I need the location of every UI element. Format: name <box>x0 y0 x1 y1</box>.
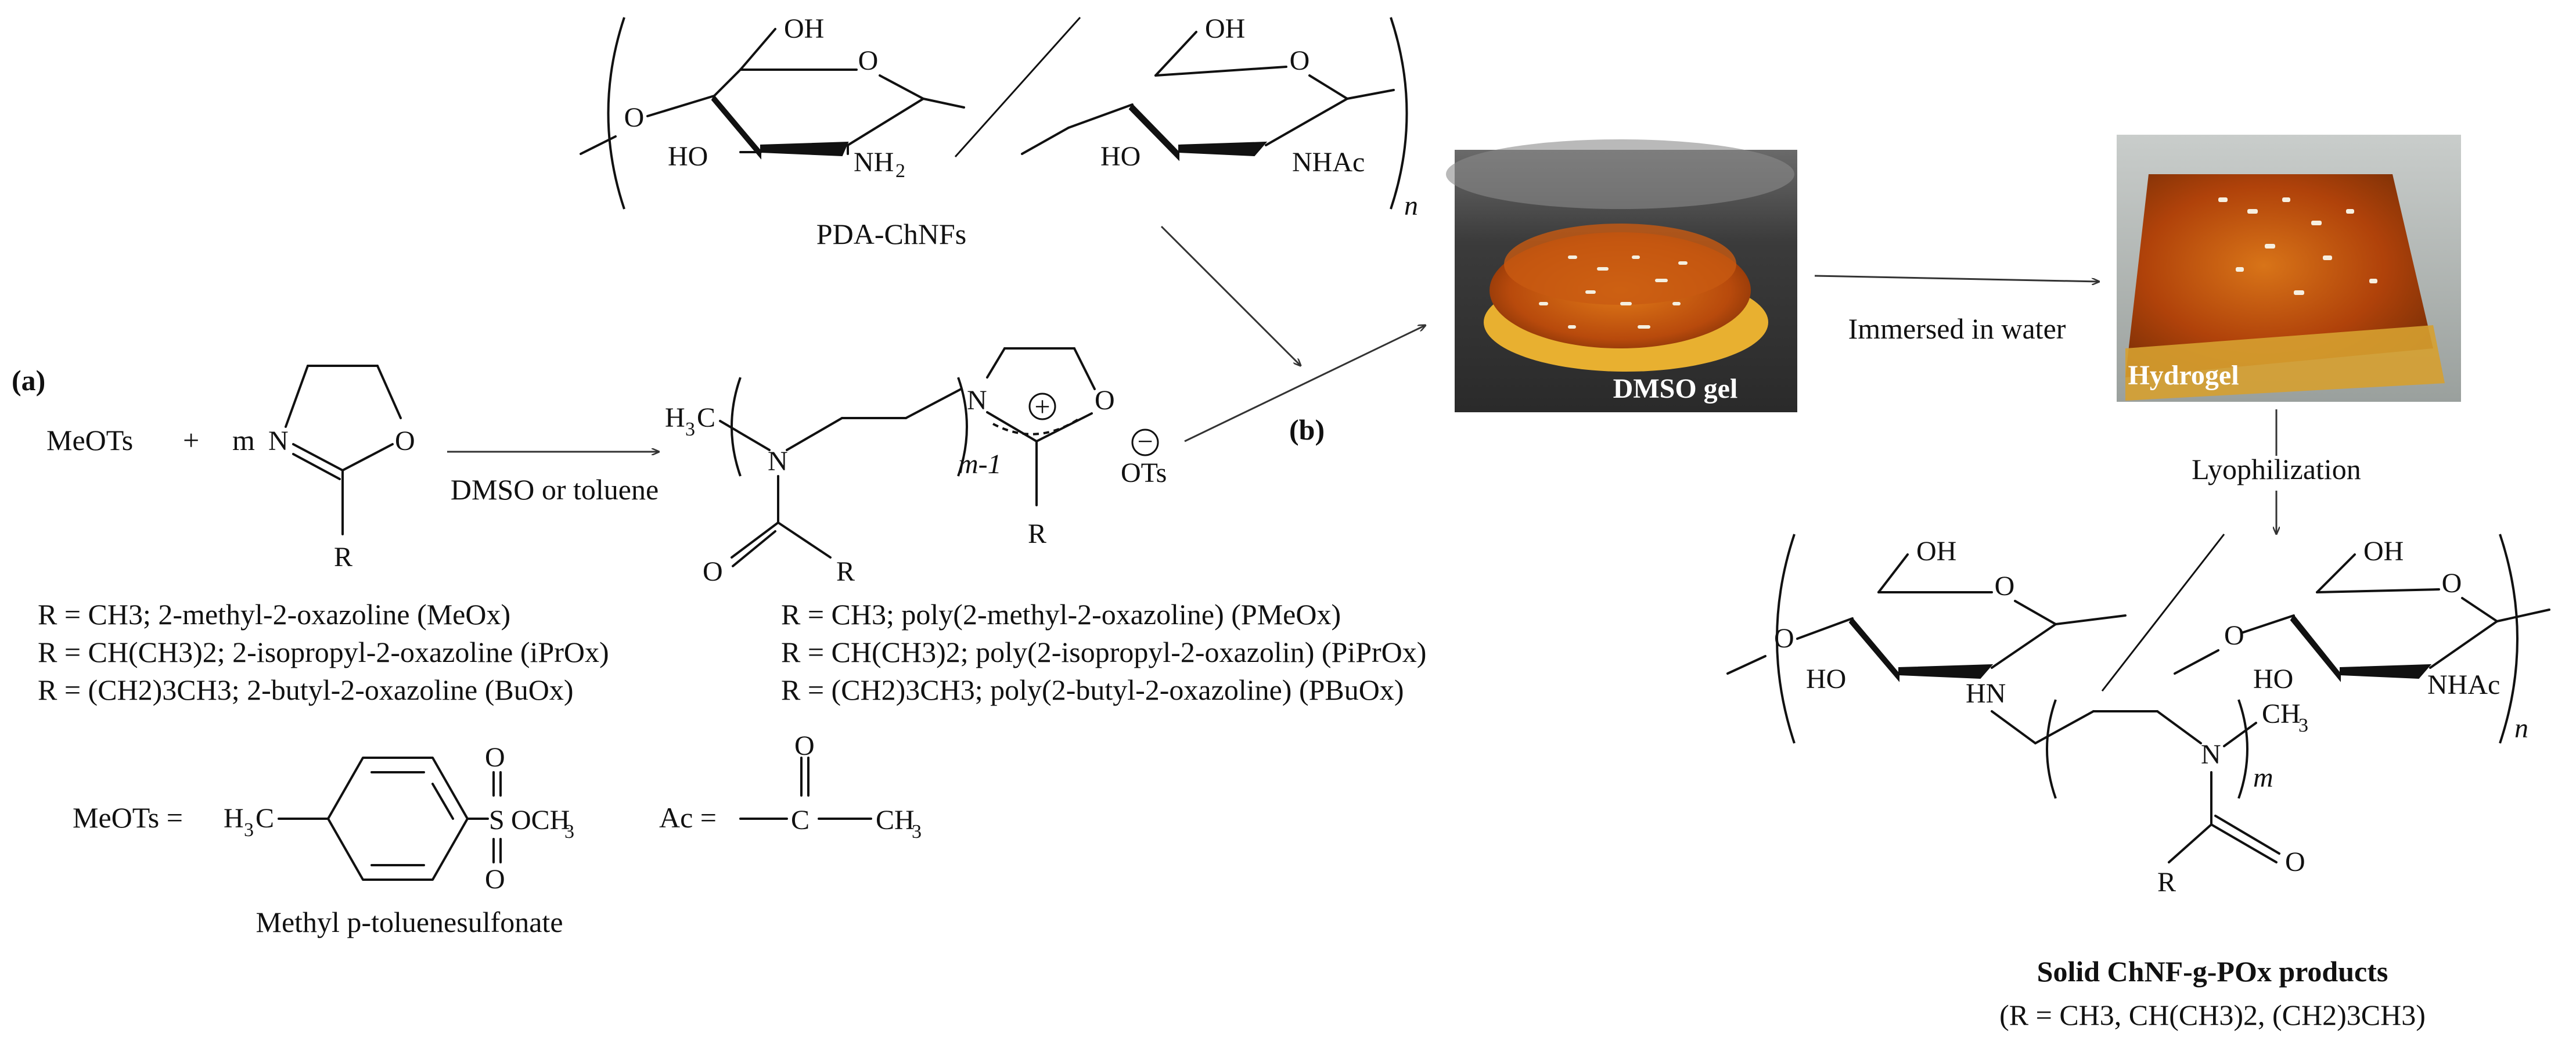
atom-nhac: NHAc <box>2427 669 2500 700</box>
repeat-m-1: m-1 <box>958 449 1002 480</box>
hydrogel-photo: Hydrogel <box>2117 135 2461 402</box>
atom-c: C <box>697 402 715 433</box>
atom-o: O <box>2285 847 2305 877</box>
polymer-piprox: R = CH(CH3)2; poly(2-isopropyl-2-oxazoli… <box>781 636 1426 668</box>
label-pda-chnfs: PDA-ChNFs <box>816 218 966 250</box>
monomer-iprox: R = CH(CH3)2; 2-isopropyl-2-oxazoline (i… <box>38 636 609 668</box>
atom-r: R <box>836 556 855 587</box>
label-ac-eq: Ac = <box>659 801 717 834</box>
label-lyophilization: Lyophilization <box>2192 453 2361 485</box>
atom-r: R <box>2157 867 2176 898</box>
right-bracket <box>1390 17 1408 210</box>
coef-m: m <box>232 424 255 456</box>
atom-ch3: CH <box>2262 699 2301 729</box>
sub-3: 3 <box>564 821 574 843</box>
copolymer-divider <box>2101 534 2225 692</box>
caption-hydrogel: Hydrogel <box>2128 360 2239 391</box>
atom-c: C <box>791 805 810 836</box>
atom-n: N <box>967 385 987 416</box>
polymer-pbuox: R = (CH2)3CH3; poly(2-butyl-2-oxazoline)… <box>781 674 1404 706</box>
panel-label-a: (a) <box>12 364 45 397</box>
atom-o: O <box>1095 385 1115 416</box>
left-bracket <box>607 17 625 210</box>
atom-o: O <box>858 45 879 76</box>
atom-n: N <box>268 426 289 456</box>
label-meots: MeOTs <box>46 424 133 456</box>
atom-oh: OH <box>2363 536 2404 567</box>
ac-structure: Ac = C O CH 3 <box>659 730 922 843</box>
atom-o: O <box>794 730 815 761</box>
monomer-list: R = CH3; 2-methyl-2-oxazoline (MeOx) R =… <box>38 598 609 706</box>
polymer-list: R = CH3; poly(2-methyl-2-oxazoline) (PMe… <box>781 598 1426 706</box>
dmso-gel-photo: DMSO gel <box>1446 139 1797 412</box>
living-polymer: H 3 C N m-1 O R N O R + − OTs <box>665 347 1167 587</box>
atom-o: O <box>485 742 505 773</box>
atom-ho: HO <box>1100 141 1141 172</box>
atom-nh2: NH <box>854 147 894 178</box>
caption-dmso-gel: DMSO gel <box>1613 373 1738 404</box>
repeat-n: n <box>2514 713 2528 744</box>
atom-oh: OH <box>1205 13 1245 44</box>
atom-ho: HO <box>1806 664 1846 694</box>
copolymer-divider <box>954 16 1081 158</box>
monomer-meox: R = CH3; 2-methyl-2-oxazoline (MeOx) <box>38 598 510 631</box>
label-methyl-pts: Methyl p-toluenesulfonate <box>256 906 563 938</box>
label-solid-products-r: (R = CH3, CH(CH3)2, (CH2)3CH3) <box>1999 999 2426 1031</box>
benzene-ring <box>327 757 469 881</box>
atom-ho: HO <box>668 141 708 172</box>
atom-oh: OH <box>1916 536 1956 567</box>
atom-o: O <box>2224 620 2244 651</box>
atom-n: N <box>768 446 788 477</box>
polymer-pmeox: R = CH3; poly(2-methyl-2-oxazoline) (PMe… <box>781 598 1341 631</box>
atom-o: O <box>1290 45 1310 76</box>
atom-r: R <box>334 542 352 573</box>
atom-n: N <box>2201 739 2221 770</box>
atom-o: O <box>395 426 415 456</box>
atom-s: S <box>489 805 505 836</box>
label-meots-eq: MeOTs = <box>73 801 183 834</box>
arrow-immersion <box>1814 275 2099 282</box>
atom-o: O <box>2442 568 2462 599</box>
monomer-buox: R = (CH2)3CH3; 2-butyl-2-oxazoline (BuOx… <box>38 674 574 706</box>
sub-3: 3 <box>912 821 922 843</box>
meots-structure: MeOTs = H 3 C S O O OCH 3 Methyl p-tolue… <box>73 742 574 938</box>
atom-c: C <box>256 803 274 834</box>
sub-2: 2 <box>895 160 905 182</box>
atom-nhac: NHAc <box>1292 147 1365 178</box>
atom-h3c: H <box>224 803 244 834</box>
charge-plus: + <box>1034 391 1050 422</box>
atom-r: R <box>1028 519 1046 549</box>
atom-h3c: H <box>665 402 685 433</box>
label-solid-products: Solid ChNF-g-POx products <box>2037 955 2388 988</box>
chnf-g-pox-structure: O OH O HO HN N CH 3 m R O O <box>1726 534 2550 898</box>
panel-label-b: (b) <box>1289 413 1325 446</box>
atom-ch3: CH <box>876 805 915 836</box>
atom-o: O <box>1995 571 2015 602</box>
arrow-chnf-to-b <box>1160 225 1301 366</box>
atom-hn: HN <box>1966 678 2006 709</box>
plus-sign: + <box>183 424 199 456</box>
atom-och3: OCH <box>511 805 570 836</box>
atom-o: O <box>1774 623 1794 654</box>
oxazoline-monomer: N O R <box>268 365 415 573</box>
sub-3: 3 <box>685 419 695 440</box>
atom-o: O <box>703 556 723 587</box>
pda-chnfs-structure: O OH O HO NH 2 OH O HO NHAc n PDA-ChNFs <box>580 13 1418 250</box>
atom-o: O <box>485 864 505 895</box>
atom-o: O <box>624 102 645 133</box>
atom-ots: OTs <box>1121 458 1167 488</box>
charge-minus: − <box>1137 426 1153 457</box>
atom-ho: HO <box>2253 664 2293 694</box>
sub-3: 3 <box>2298 715 2308 736</box>
arrow-to-gel <box>1184 325 1426 442</box>
atom-oh: OH <box>784 13 824 44</box>
repeat-n: n <box>1404 190 1418 221</box>
sub-3: 3 <box>244 819 254 841</box>
repeat-m: m <box>2253 762 2273 793</box>
label-immersed: Immersed in water <box>1848 312 2066 345</box>
label-solvent: DMSO or toluene <box>451 473 659 506</box>
